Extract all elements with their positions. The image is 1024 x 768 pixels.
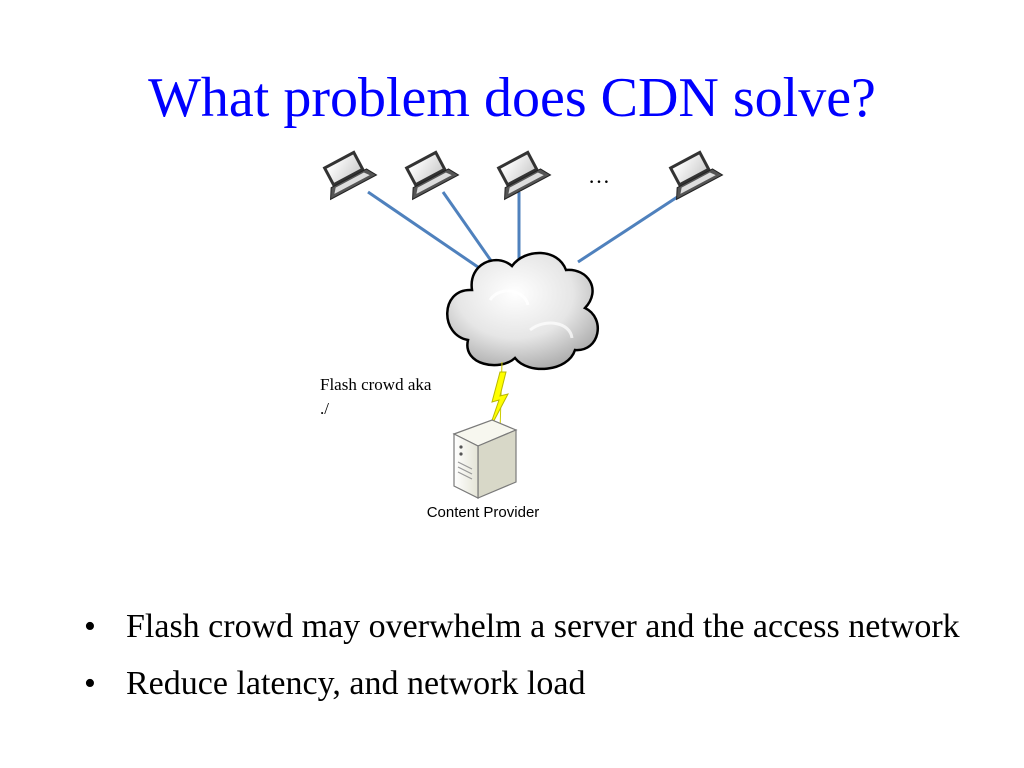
lightning-icon: [487, 361, 509, 433]
server-icon: [452, 419, 518, 499]
flash-crowd-annotation-line1: Flash crowd aka: [320, 375, 432, 394]
link-line-1: [367, 190, 495, 280]
bullet-item: • Flash crowd may overwhelm a server and…: [84, 603, 984, 650]
bullet-list: • Flash crowd may overwhelm a server and…: [84, 603, 984, 717]
flash-crowd-annotation-line2: ./: [320, 399, 329, 418]
link-lines: [367, 188, 689, 280]
laptop-icon: [404, 150, 460, 201]
bullet-marker: •: [84, 665, 96, 702]
bullet-text: Reduce latency, and network load: [126, 665, 586, 702]
bullet-text: Flash crowd may overwhelm a server and t…: [126, 608, 960, 645]
bullet-marker: •: [84, 608, 96, 645]
slide-title: What problem does CDN solve?: [148, 67, 876, 129]
bullet-item: • Reduce latency, and network load: [84, 660, 984, 707]
content-provider-label: Content Provider: [427, 504, 540, 521]
more-clients-ellipsis: …: [588, 163, 610, 188]
cloud-icon: [446, 251, 599, 371]
laptop-icon: [496, 150, 552, 201]
laptop-icon: [668, 150, 724, 201]
laptop-icon: [322, 150, 378, 201]
link-line-4: [577, 188, 689, 264]
